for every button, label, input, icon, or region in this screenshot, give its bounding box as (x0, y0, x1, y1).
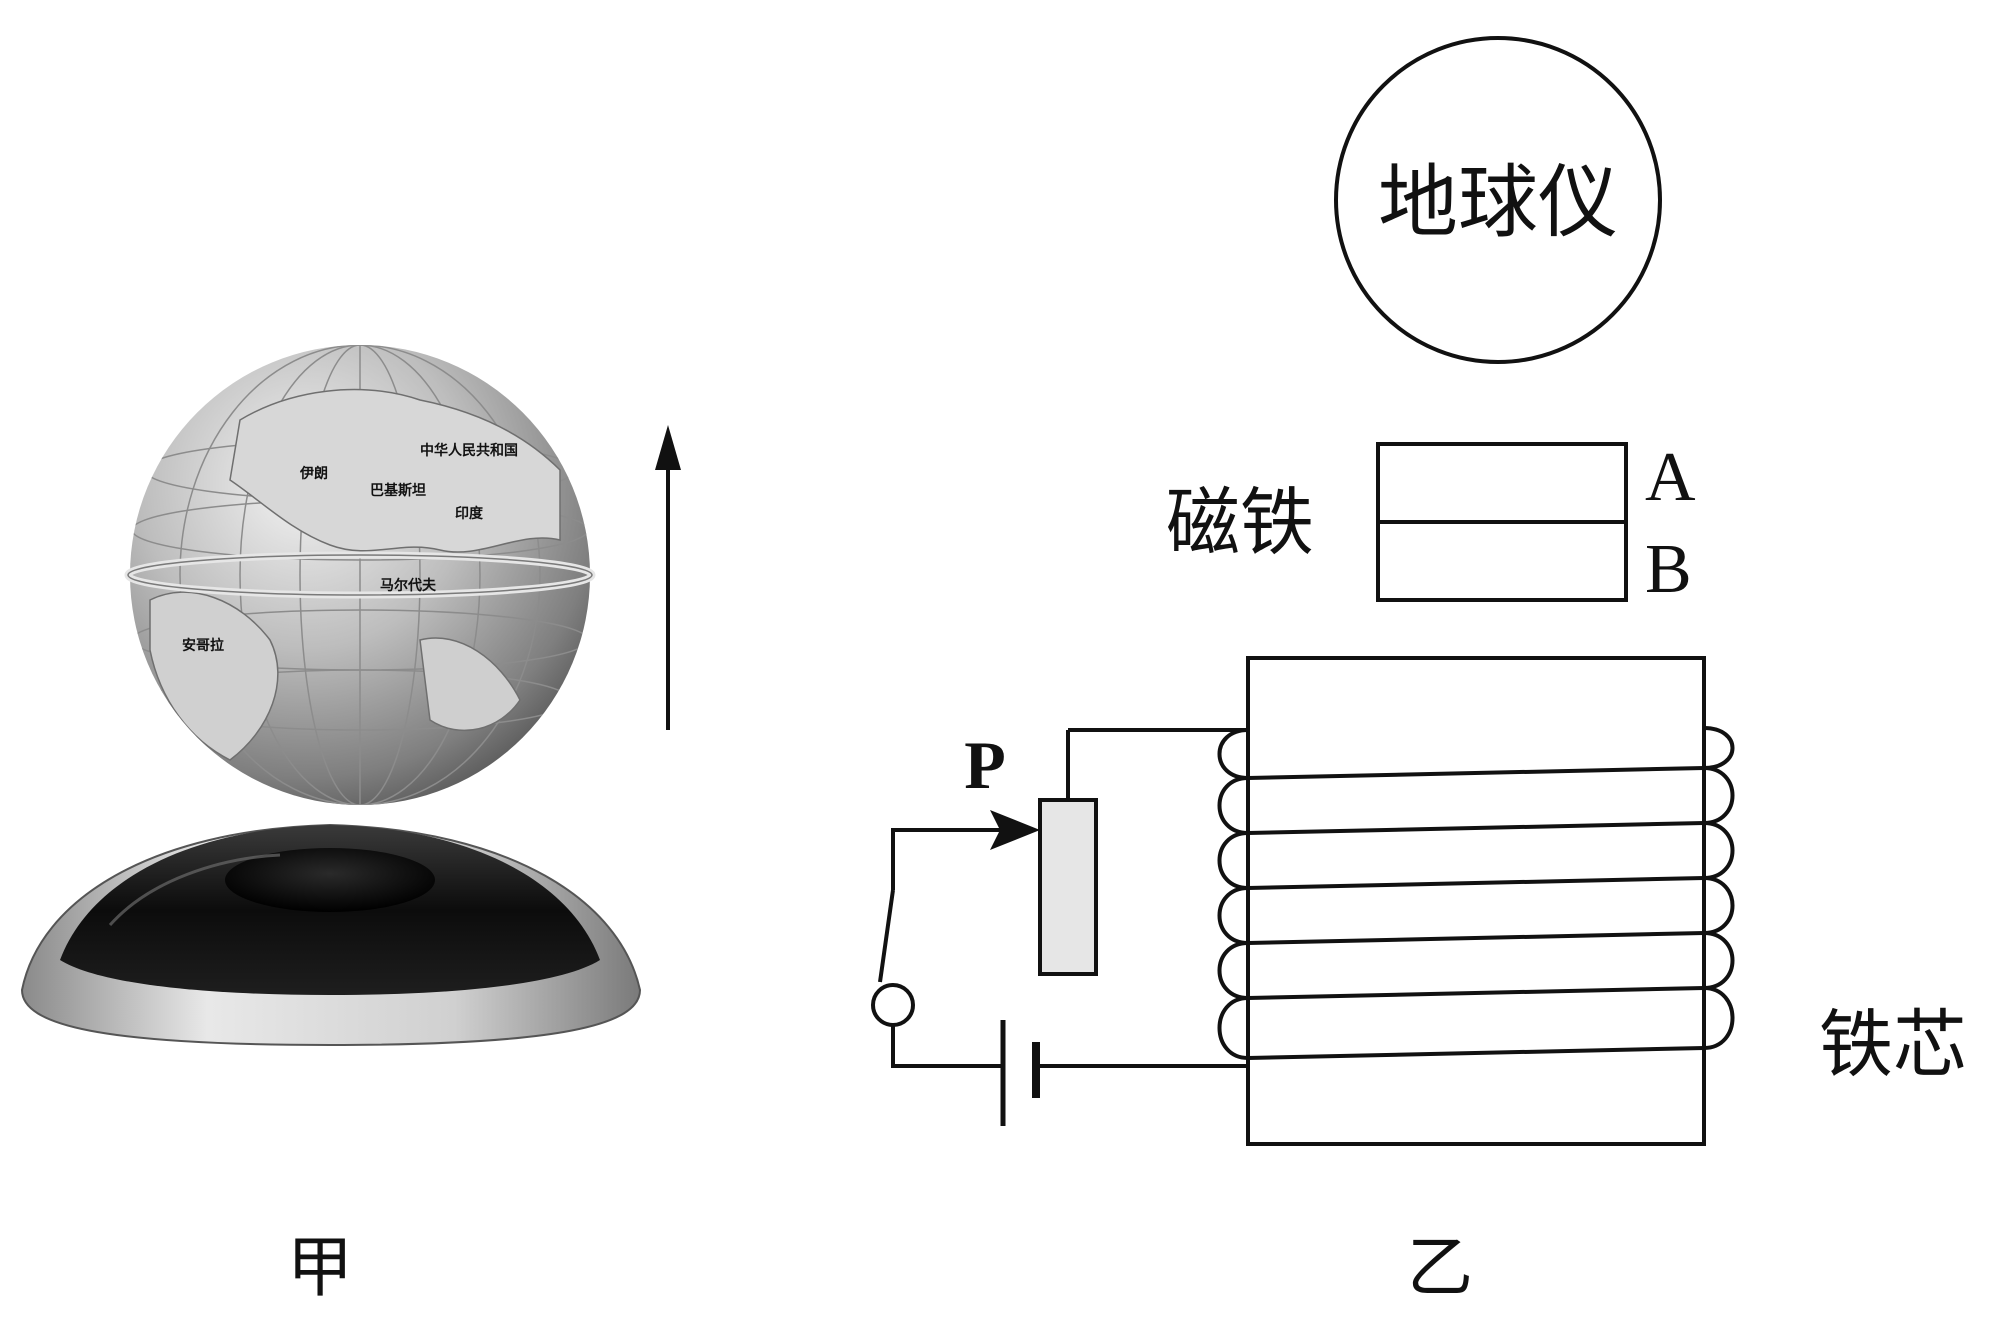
map-label: 安哥拉 (182, 637, 224, 654)
circuit-wires (878, 730, 1248, 1068)
map-label: 马尔代夫 (380, 577, 437, 594)
magnet: 磁铁 A B (1166, 439, 1696, 608)
caption-yi: 乙 (1407, 1229, 1473, 1306)
slider-label: P (964, 727, 1006, 803)
slider-arrow (980, 810, 1040, 850)
pole-a-label: A (1645, 439, 1696, 516)
core-label: 铁芯 (1819, 1002, 1967, 1088)
coil-windings (1068, 726, 1735, 1060)
levitation-base (20, 823, 642, 1047)
circuit-diagram: 地球仪 磁铁 A B 铁芯 (871, 36, 1967, 1146)
levitating-globe-photo: 中华人民共和国 伊朗 印度 巴基斯坦 安哥拉 马尔代夫 (20, 345, 642, 1047)
magnet-label: 磁铁 (1166, 480, 1314, 566)
globe-circle: 地球仪 (1334, 36, 1662, 364)
rheostat (1038, 798, 1098, 976)
battery (1000, 1020, 1040, 1126)
map-label: 巴基斯坦 (370, 482, 426, 499)
caption-jia: 甲 (287, 1229, 353, 1306)
map-label: 伊朗 (299, 465, 328, 482)
globe-label: 地球仪 (1378, 156, 1618, 249)
upward-arrow (655, 425, 681, 730)
pole-b-label: B (1645, 531, 1692, 608)
map-label: 中华人民共和国 (420, 442, 518, 459)
switch-contact (871, 983, 915, 1027)
map-label: 印度 (455, 505, 484, 522)
globe-illustration: 中华人民共和国 伊朗 印度 巴基斯坦 安哥拉 马尔代夫 (124, 345, 596, 805)
iron-core: 铁芯 (1246, 656, 1967, 1146)
